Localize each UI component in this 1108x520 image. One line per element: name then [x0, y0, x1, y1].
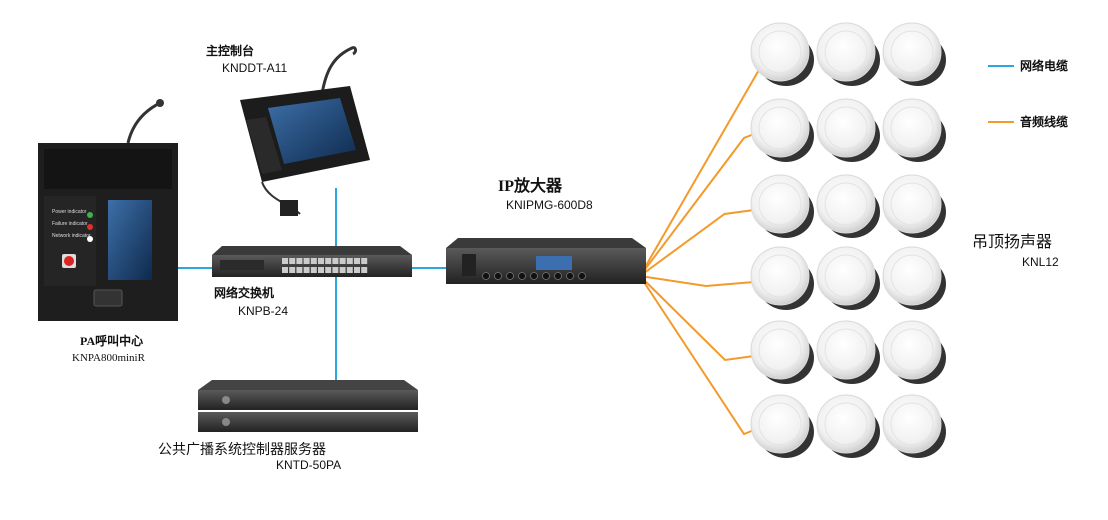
pa-center-model: KNPA800miniR [72, 352, 145, 364]
server-model: KNTD-50PA [276, 458, 342, 472]
switch-port [339, 267, 346, 273]
switch-name: 网络交换机 [214, 286, 275, 300]
amp-knob [554, 272, 562, 280]
network-switch-device [212, 246, 412, 277]
audio-cables [639, 57, 765, 436]
switch-port [339, 258, 346, 264]
emergency-button [64, 256, 74, 266]
power-led [87, 212, 93, 218]
switch-port [361, 267, 368, 273]
switch-port [361, 258, 368, 264]
switch-model: KNPB-24 [238, 304, 289, 318]
ceiling-speaker [882, 174, 946, 238]
amp-knob [530, 272, 538, 280]
amp-knob [578, 272, 586, 280]
ceiling-speaker [882, 246, 946, 310]
ceiling-speaker [882, 98, 946, 162]
amp-knob [506, 272, 514, 280]
switch-port [325, 267, 332, 273]
network-led [87, 236, 93, 242]
switch-port [346, 258, 353, 264]
switch-port [303, 258, 310, 264]
audio-cable [639, 133, 755, 277]
switch-port [282, 267, 288, 273]
pa-touchscreen [108, 200, 152, 280]
amp-power-panel [462, 254, 476, 276]
speaker-model: KNL12 [1022, 255, 1059, 269]
amplifier-name: IP放大器 [498, 178, 563, 195]
ceiling-speaker [882, 22, 946, 86]
ceiling-speaker [882, 320, 946, 384]
ceiling-speakers [750, 22, 946, 458]
audio-cable [639, 275, 755, 436]
server-name: 公共广播系统控制器服务器 [158, 441, 326, 457]
ceiling-speaker [816, 246, 880, 310]
switch-port [310, 267, 317, 273]
switch-port [354, 267, 360, 273]
switch-port [318, 267, 324, 273]
switch-ports [220, 258, 368, 273]
ceiling-speaker [750, 98, 814, 162]
server-device [198, 380, 418, 432]
ceiling-speaker [816, 394, 880, 458]
indicator-label-failure: Failure indicator [52, 221, 88, 227]
switch-port [346, 267, 353, 273]
audio-cable [639, 57, 765, 277]
indicator-label-network: Network indicator [52, 233, 91, 239]
ceiling-speaker [882, 394, 946, 458]
ceiling-speaker [750, 246, 814, 310]
speaker-name: 吊顶扬声器 [972, 234, 1053, 251]
ceiling-speaker [750, 22, 814, 86]
switch-port [289, 267, 296, 273]
amplifier-model: KNIPMG-600D8 [506, 198, 593, 212]
console-mic [320, 46, 357, 95]
failure-led [87, 224, 93, 230]
switch-port [303, 267, 310, 273]
amp-knob [542, 272, 550, 280]
ceiling-speaker [816, 98, 880, 162]
ceiling-speaker [750, 394, 814, 458]
ceiling-speaker [750, 320, 814, 384]
ceiling-speaker [816, 320, 880, 384]
ceiling-speaker [816, 174, 880, 238]
audio-cable [639, 275, 755, 288]
switch-port [332, 267, 339, 273]
switch-port [325, 258, 332, 264]
console-name: 主控制台 [206, 44, 255, 58]
legend-network-label: 网络电缆 [1020, 59, 1069, 73]
switch-port [332, 258, 339, 264]
amp-knob [566, 272, 574, 280]
network-cables [178, 188, 446, 380]
console-model: KNDDT-A11 [222, 61, 288, 75]
server-unit-1 [198, 390, 418, 410]
amp-knob [518, 272, 526, 280]
switch-port [354, 258, 360, 264]
switch-port [289, 258, 296, 264]
pa-call-center-device [38, 99, 178, 321]
switch-port [282, 258, 288, 264]
switch-port [296, 258, 303, 264]
main-console-device [240, 46, 370, 216]
switch-port [310, 258, 317, 264]
switch-port [296, 267, 303, 273]
gooseneck-mic [126, 101, 161, 144]
amp-knob [482, 272, 490, 280]
console-screen [268, 98, 356, 164]
indicator-label-power: Power indicator [52, 209, 87, 215]
audio-cable [639, 209, 755, 277]
pa-center-name: PA呼叫中心 [80, 334, 144, 348]
ceiling-speaker [750, 174, 814, 238]
amp-knob [494, 272, 502, 280]
amplifier-knobs [462, 254, 586, 280]
server-unit-2 [198, 412, 418, 432]
switch-port [318, 258, 324, 264]
ceiling-speaker [816, 22, 880, 86]
switch-led-panel [220, 260, 264, 270]
amplifier-display [536, 256, 572, 270]
audio-cable [639, 275, 755, 362]
ip-amplifier-device [446, 238, 646, 284]
legend-audio-label: 音频线缆 [1020, 115, 1069, 129]
